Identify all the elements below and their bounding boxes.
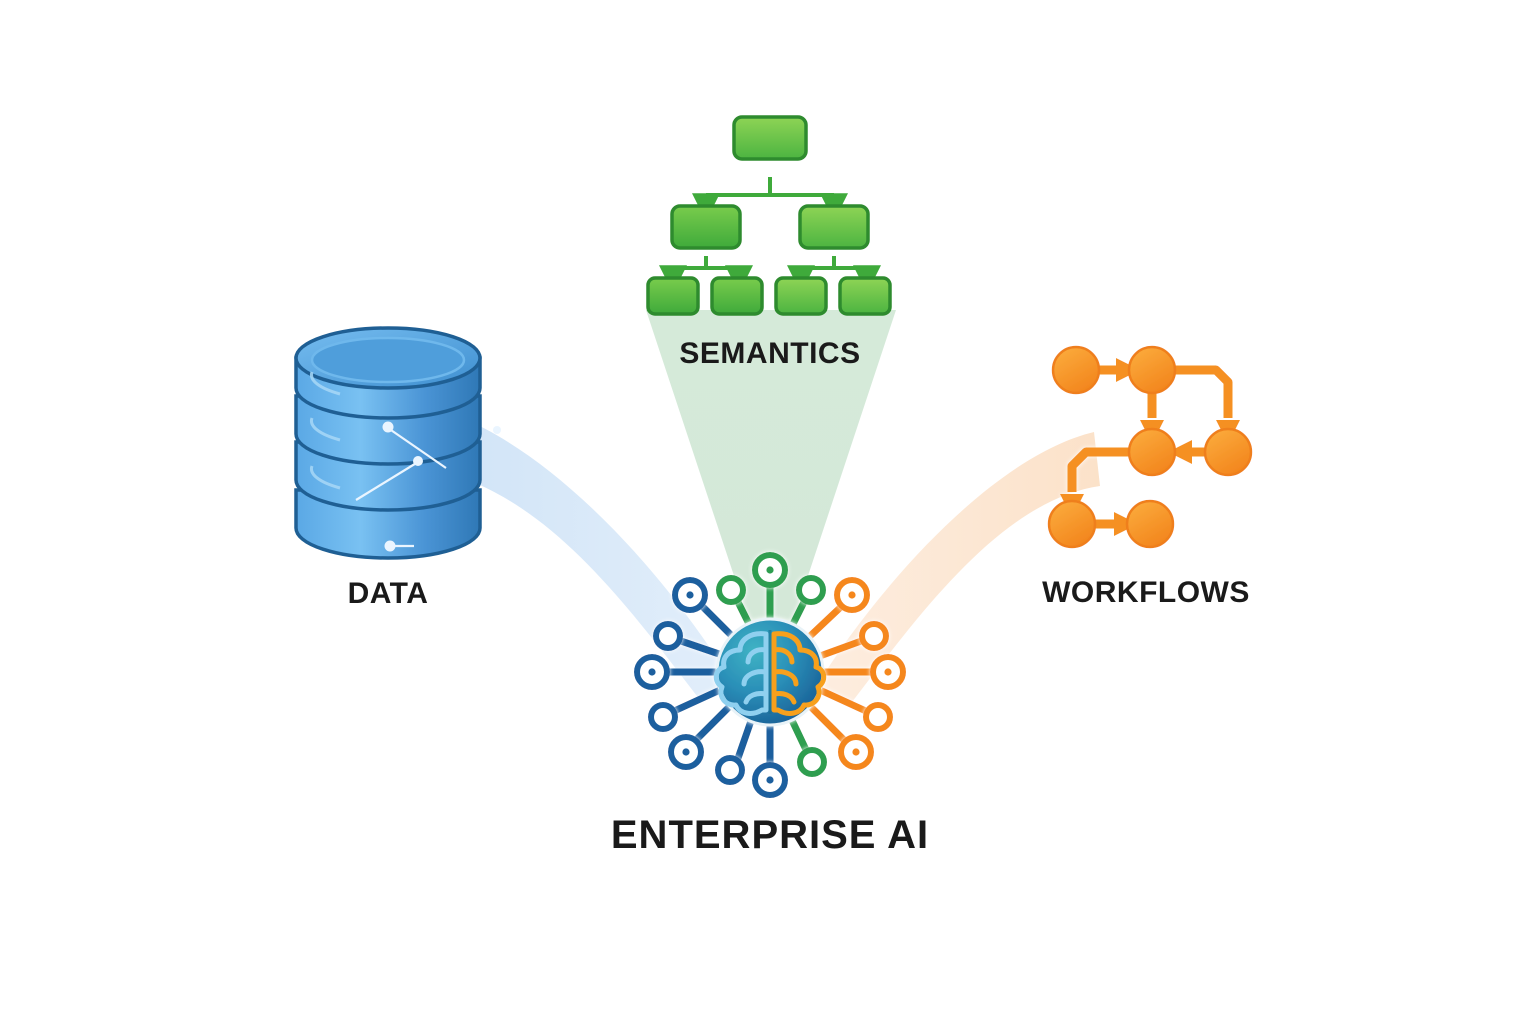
circuit-node-or-2[interactable] [859,621,889,651]
workflow-node-3[interactable] [1203,427,1253,477]
tree-leaf-1[interactable] [646,276,700,316]
workflow-graph-icon[interactable] [1047,345,1253,549]
circuit-node-bl-2[interactable] [653,621,683,651]
workflow-nodes[interactable] [1047,345,1253,549]
tree-leaf-3[interactable] [774,276,828,316]
circuit-node-bl-4[interactable] [648,702,678,732]
tree-leaf-2[interactable] [710,276,764,316]
workflow-node-2[interactable] [1127,345,1177,395]
tree-node-root[interactable] [732,115,808,161]
circuit-node-or-4[interactable] [863,702,893,732]
db-highlights [310,371,341,490]
tree-node-l2-right[interactable] [798,204,870,250]
circuit-node-gr-right[interactable] [796,575,826,605]
page-title: ENTERPRISE AI [611,813,929,857]
circuit-spokes [658,576,884,776]
circuit-node-or-dots [848,591,892,756]
tree-leaf-4[interactable] [838,276,892,316]
semantics-label: SEMANTICS [679,337,860,370]
circuit-node-gr-top-dot [766,566,774,574]
semantics-hierarchy-tree-icon[interactable] [646,115,892,316]
workflow-node-6[interactable] [1125,499,1175,549]
workflow-node-5[interactable] [1047,499,1097,549]
ai-brain-circuit-icon[interactable] [634,552,906,798]
database-cylinder-icon[interactable] [294,326,501,560]
workflows-label: WORKFLOWS [1042,576,1250,609]
brain-right-hemisphere [771,631,827,716]
db-top-inner-ellipse [310,336,466,384]
data-label: DATA [348,577,429,610]
circuit-node-bl-6[interactable] [715,755,745,785]
workflow-node-4[interactable] [1127,427,1177,477]
tree-node-l2-left[interactable] [670,204,742,250]
circuit-node-dots [648,591,774,784]
brain-left-hemisphere [713,631,769,716]
ribbon-workflows-to-ai [812,432,1100,702]
workflow-node-1[interactable] [1051,345,1101,395]
db-network-overlay [355,421,501,552]
ribbon-semantics-to-ai [646,310,896,648]
circuit-node-gr-left[interactable] [716,575,746,605]
circuit-node-gr-bottom[interactable] [797,747,827,777]
circuit-terminal-nodes[interactable] [634,552,906,798]
brain-sphere[interactable] [713,617,827,727]
